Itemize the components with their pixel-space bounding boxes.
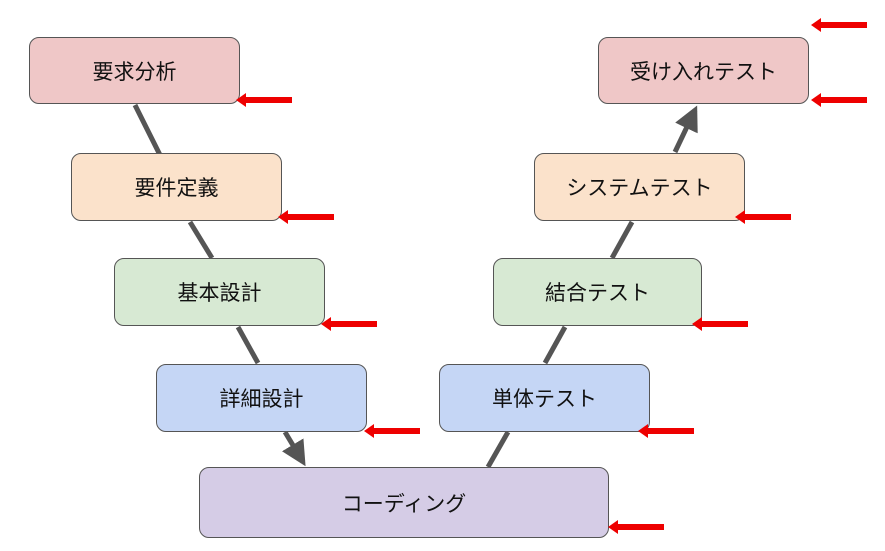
stage-detailed-design: 詳細設計	[156, 364, 367, 432]
marker-arrow-icon	[364, 424, 420, 438]
marker-arrow-icon	[811, 93, 867, 107]
marker-arrow-icon	[811, 18, 867, 32]
stage-coding: コーディング	[199, 467, 609, 538]
connector-system-to-acceptance	[672, 105, 698, 154]
connector-basic-to-detailed	[235, 325, 261, 365]
stage-label: システムテスト	[566, 176, 713, 200]
marker-arrow-icon	[608, 520, 664, 534]
stage-label: 基本設計	[177, 281, 262, 305]
stage-label: 結合テスト	[545, 281, 650, 305]
stage-requirements-definition: 要件定義	[71, 153, 282, 221]
marker-arrow-icon	[321, 317, 377, 331]
connector-requirements-to-definition	[132, 103, 163, 157]
connector-coding-to-unit-test	[485, 430, 511, 469]
stage-label: 詳細設計	[219, 387, 304, 411]
connector-integration-to-system	[609, 220, 635, 260]
stage-requirements-analysis: 要求分析	[29, 37, 240, 104]
connector-definition-to-basic	[187, 220, 215, 260]
connector-detailed-to-coding	[281, 430, 306, 467]
stage-label: 要求分析	[92, 59, 177, 84]
stage-integration-test: 結合テスト	[493, 258, 702, 326]
stage-acceptance-test: 受け入れテスト	[598, 37, 809, 104]
stage-label: 要件定義	[134, 176, 219, 200]
stage-label: コーディング	[341, 491, 467, 516]
stage-basic-design: 基本設計	[114, 258, 325, 326]
stage-unit-test: 単体テスト	[439, 364, 650, 432]
marker-arrow-icon	[278, 210, 334, 224]
stage-label: 受け入れテスト	[630, 59, 777, 84]
marker-arrow-icon	[236, 93, 292, 107]
marker-arrow-icon	[638, 424, 694, 438]
marker-arrow-icon	[735, 210, 791, 224]
marker-arrow-icon	[692, 317, 748, 331]
stage-system-test: システムテスト	[534, 153, 745, 221]
connector-unit-to-integration	[542, 325, 568, 365]
stage-label: 単体テスト	[492, 387, 597, 411]
